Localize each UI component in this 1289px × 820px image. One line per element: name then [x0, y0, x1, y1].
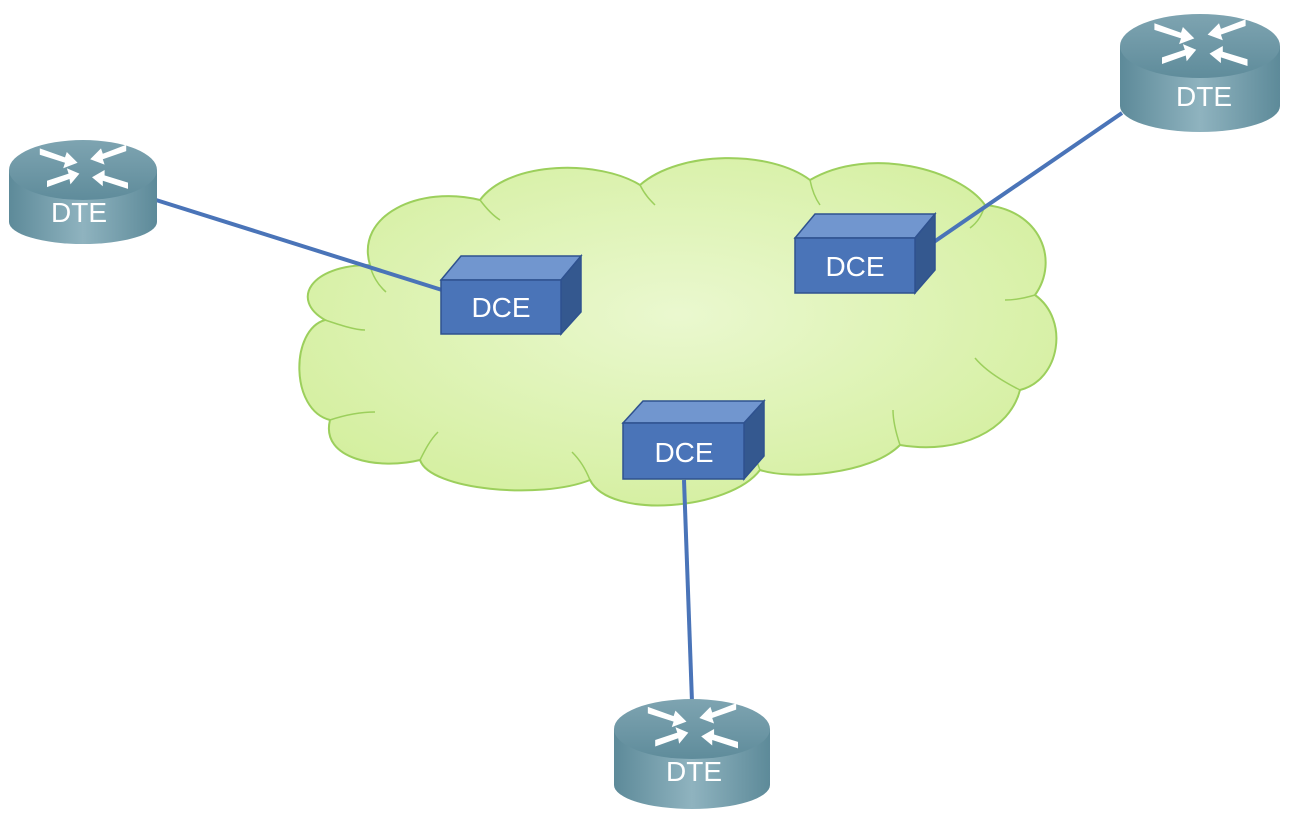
- dte-router: DTE: [1120, 14, 1280, 132]
- link-dte-left-dce-left: [155, 198, 443, 292]
- dce-node: DCE: [793, 211, 937, 296]
- dce-node: DCE: [621, 399, 766, 482]
- links: [155, 111, 1124, 703]
- dte-router: DTE: [614, 699, 770, 809]
- dce-label: DCE: [471, 292, 530, 323]
- link-dte-right-dce-right: [926, 111, 1124, 248]
- dce-label: DCE: [825, 251, 884, 282]
- dte-router: DTE: [9, 140, 157, 244]
- dte-label: DTE: [666, 756, 722, 787]
- dce-node: DCE: [439, 253, 583, 336]
- link-dte-bottom-dce-bottom: [682, 479, 694, 703]
- dte-label: DTE: [51, 197, 107, 228]
- dce-label: DCE: [654, 437, 713, 468]
- dte-label: DTE: [1176, 81, 1232, 112]
